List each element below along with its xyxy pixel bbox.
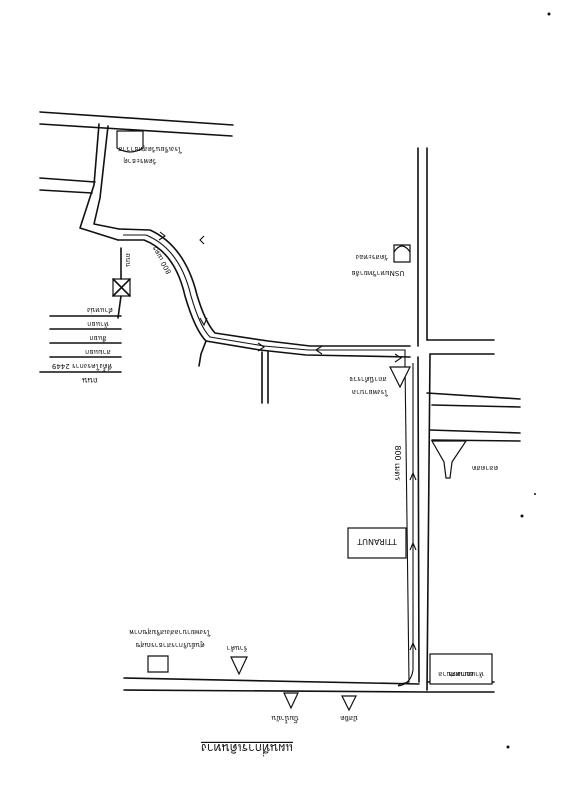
route-arrow-6: [409, 471, 417, 481]
project-site-cross: [112, 278, 131, 297]
road-curve-edge-2: [118, 228, 411, 347]
road-right-lower-1: [417, 356, 420, 683]
road-east-4: [431, 404, 521, 408]
route-arrow-9: [199, 235, 205, 245]
road-left-edge-1: [79, 123, 119, 241]
road-bottom-1: [123, 677, 420, 685]
road-east-5: [429, 429, 521, 434]
market-label: ตลาดสด: [472, 464, 498, 472]
route-arrow-4: [315, 345, 323, 355]
route-arrow-3: [257, 342, 265, 352]
temple-right-label: วัดสระทอง: [356, 253, 389, 261]
distance-label-vertical: 800 เมตร: [393, 445, 402, 481]
route-arrow-2: [199, 317, 208, 327]
office-usn-label: USNมหาวิทยาลัย: [352, 269, 405, 277]
legend: ตำแหน่ง ห้าแยก สี่แยก สามแยก ที่ตั้งโครง…: [39, 306, 122, 385]
wat-top-symbol: [116, 130, 144, 153]
label-boxes: TTIRANUT ห้าแยกเทศบาล ธนาคาร: [347, 527, 493, 685]
road-east-3: [426, 392, 521, 400]
road-labels: 800 เมตร 800 เมตร ถนน: [124, 244, 402, 481]
hospital-symbol: [147, 655, 169, 673]
dot-2: [534, 493, 536, 495]
mosque-label: มัสยิด: [340, 714, 358, 722]
dot-3: [506, 745, 510, 749]
road-left-edge-2: [93, 125, 120, 230]
route-arrow-7: [409, 541, 417, 551]
legend-item-1: ที่ตั้งโครงการ 2449: [52, 362, 112, 373]
pump-label: ปั๊มน้ำมัน: [271, 714, 298, 725]
dot-4: [547, 12, 551, 16]
legend-item-5: ตำแหน่ง: [87, 306, 113, 314]
landmark-labels: วัดพระธาตุ โรงเรียนวัดสุทธาวาส วัดสระทอง…: [117, 145, 498, 725]
road-side-street-1: [39, 177, 96, 183]
route-arrow-8: [409, 641, 417, 651]
pump-triangle: [283, 692, 299, 710]
road-side-street-2: [39, 189, 93, 194]
junction-box-label-1: ห้าแยกเทศบาล: [438, 670, 484, 678]
road-bottom-2: [123, 689, 428, 693]
route: [123, 231, 417, 687]
roads: [39, 111, 521, 693]
map-title: แผนที่การเดินทาง: [201, 741, 293, 757]
govt-block-2-label: ศูนย์บริการสาธารณสุข: [135, 641, 204, 649]
hospital-label: โรงพยาบาล: [352, 388, 388, 397]
route-line-inner: [397, 363, 414, 687]
route-line: [123, 234, 410, 687]
station-box-label: TTIRANUT: [357, 537, 398, 546]
road-right-lower-2: [426, 353, 431, 691]
junction-box: [429, 653, 493, 685]
route-arrow-5: [394, 353, 402, 363]
wat-top-label: วัดพระธาตุ: [123, 157, 157, 165]
shop-left-label: ร้านค้า: [226, 644, 247, 652]
police-label: สถานีตำรวจ: [349, 375, 387, 383]
symbols: [112, 12, 551, 749]
school-label: โรงเรียนวัดสุทธาวาส: [117, 145, 181, 154]
temple-right-dome: [393, 245, 411, 253]
road-top-edge-1: [39, 111, 234, 126]
project-site-lead: [117, 295, 122, 319]
mosque-triangle: [341, 695, 357, 712]
junction-box-label-2: ธนาคาร: [448, 670, 474, 678]
govt-block-1-label: โรงพยาบาลส่งเสริมสุขภาพ: [129, 628, 211, 637]
road-branch-1: [198, 340, 207, 367]
station-box: [347, 527, 407, 559]
police-triangle: [389, 366, 411, 389]
route-arrow-1: [158, 231, 166, 241]
legend-item-4: ห้าแยก: [87, 320, 108, 328]
legend-item-3: สี่แยก: [89, 334, 106, 343]
road-top-edge-2: [39, 123, 233, 137]
dot-1: [520, 514, 524, 518]
side-road-label: ถนน: [124, 253, 132, 267]
legend-heading: ถนน: [82, 376, 98, 385]
market-triangle: [230, 656, 248, 676]
funnel-symbol: [430, 440, 468, 479]
legend-item-2: สามแยก: [85, 348, 111, 356]
road-east-6: [431, 439, 521, 442]
